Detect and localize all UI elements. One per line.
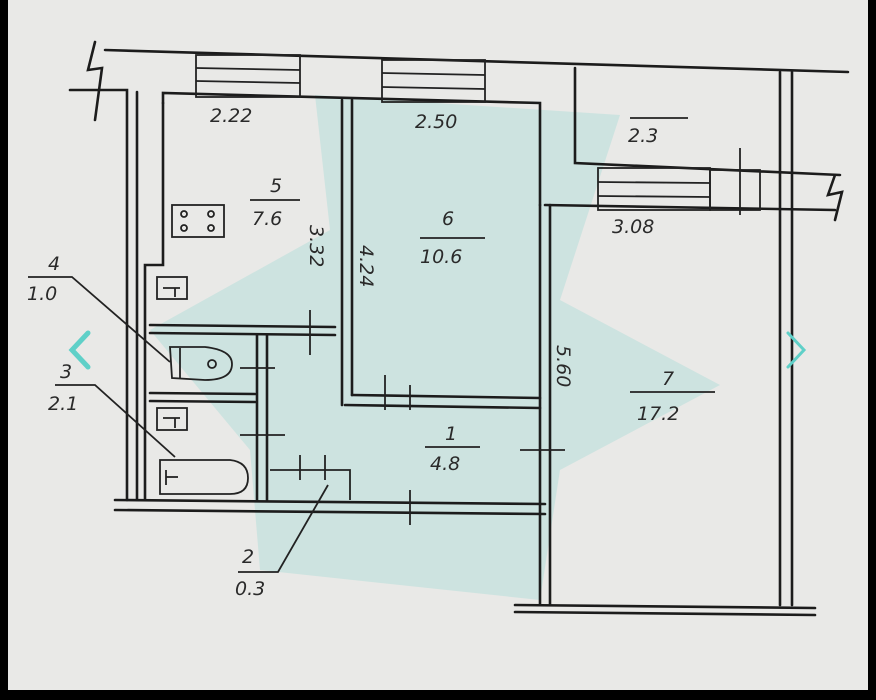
bathtub-icon <box>159 459 249 495</box>
room-4-number: 4 <box>48 253 60 275</box>
room-1-number: 1 <box>445 423 457 445</box>
room-6-number: 6 <box>442 208 454 230</box>
room-5-number: 5 <box>270 175 282 197</box>
room-6-area: 10.6 <box>420 246 462 268</box>
balcony-area: 2.3 <box>628 125 658 147</box>
room-4-area: 1.0 <box>27 283 57 305</box>
room-3-area: 2.1 <box>48 393 78 415</box>
room-7-number: 7 <box>662 368 674 390</box>
windows <box>195 54 761 211</box>
walls <box>68 40 850 617</box>
room-1-area: 4.8 <box>430 453 460 475</box>
dim-room6-width: 2.50 <box>415 111 457 133</box>
watermark-shape <box>150 95 720 600</box>
dim-room6-length: 4.24 <box>355 245 377 287</box>
chevron-right-icon <box>786 331 807 369</box>
next-image-button[interactable] <box>778 325 818 375</box>
dim-room7-width: 3.08 <box>612 216 654 238</box>
room-2-number: 2 <box>242 546 254 568</box>
dim-kitchen-width: 2.22 <box>210 105 252 127</box>
dim-room7-length: 5.60 <box>552 345 574 387</box>
room-2-area: 0.3 <box>235 578 265 600</box>
room-5-area: 7.6 <box>252 208 282 230</box>
toilet-icon <box>169 346 233 381</box>
room-7-area: 17.2 <box>637 403 679 425</box>
room-3-number: 3 <box>60 361 72 383</box>
room-labels: 5 7.6 6 10.6 7 17.2 1 4.8 4 1.0 3 2.1 2 … <box>27 125 679 600</box>
stove-icon <box>171 204 225 238</box>
dimension-labels: 2.22 2.50 3.08 3.32 4.24 5.60 <box>210 105 654 387</box>
dim-kitchen-length: 3.32 <box>305 225 327 267</box>
leader-lines <box>28 117 715 573</box>
previous-image-button[interactable] <box>60 325 100 375</box>
chevron-left-icon <box>68 330 91 370</box>
sink-icon <box>156 276 188 431</box>
